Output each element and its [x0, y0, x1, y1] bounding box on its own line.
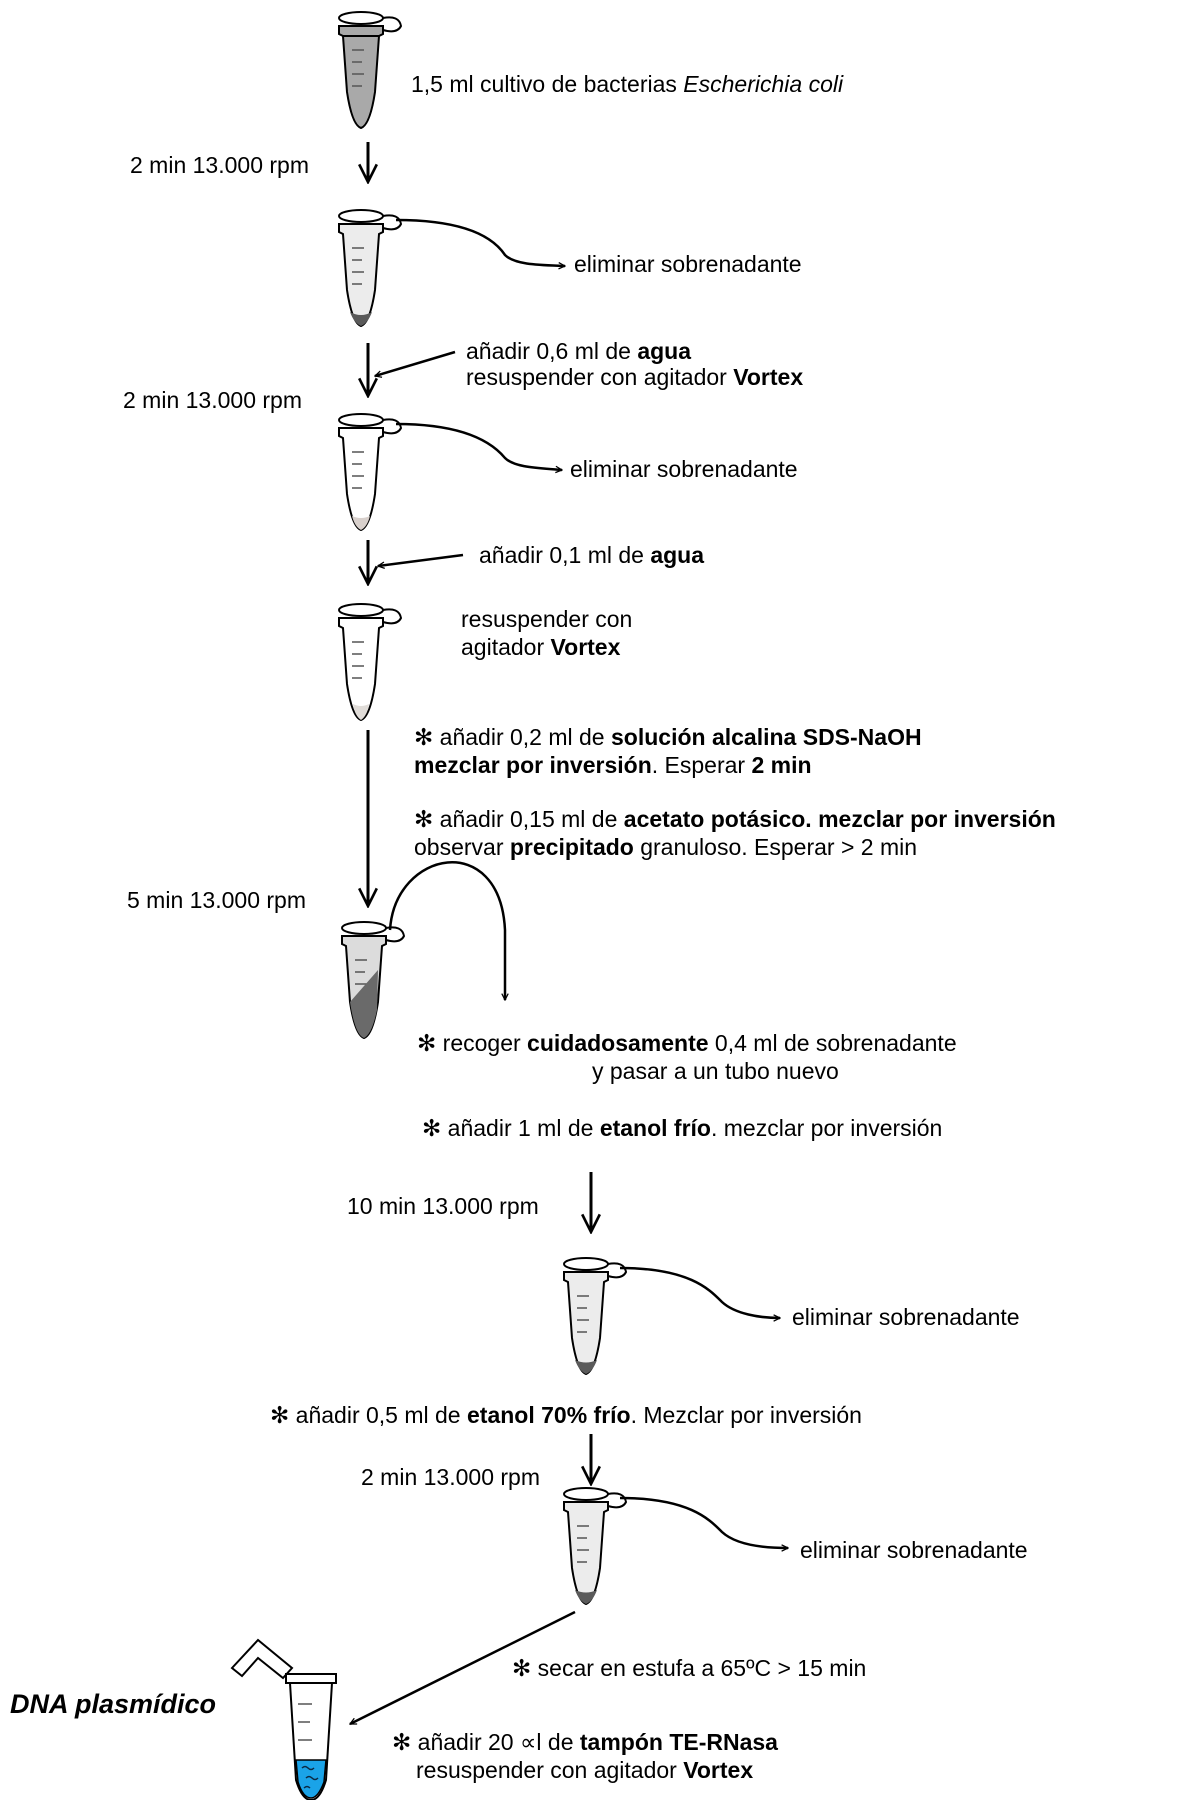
- add-ethanol70-label: ✻ añadir 0,5 ml de etanol 70% frío. Mezc…: [270, 1402, 862, 1428]
- add-water-label-1: añadir 0,6 ml de agua: [466, 338, 692, 364]
- centrifuge-label-2: 2 min 13.000 rpm: [123, 387, 302, 413]
- add-water-label-2: añadir 0,1 ml de agua: [479, 542, 705, 568]
- add-te-label: ✻ añadir 20 ∝l de tampón TE-RNasa: [392, 1729, 778, 1755]
- centrifuge-label-1: 2 min 13.000 rpm: [130, 152, 309, 178]
- tube-6: [563, 1257, 628, 1376]
- tube-7: [563, 1487, 628, 1606]
- final-product-label: DNA plasmídico: [10, 1689, 217, 1719]
- centrifuge-label-4: 10 min 13.000 rpm: [347, 1193, 539, 1219]
- tube-2: [338, 209, 403, 328]
- resuspend-label-1: resuspender con agitador Vortex: [466, 364, 804, 390]
- tube-4: [338, 603, 403, 722]
- tube-5: [341, 921, 406, 1040]
- arrow-to-final: [350, 1610, 576, 1726]
- add-acetate-label: ✻ añadir 0,15 ml de acetato potásico. me…: [414, 806, 1056, 832]
- resuspend-final-label: resuspender con agitador Vortex: [416, 1757, 754, 1783]
- discard-label-3: eliminar sobrenadante: [792, 1304, 1020, 1330]
- precipitate-label: observar precipitado granuloso. Esperar …: [414, 834, 918, 860]
- add-water-arrow-1: [375, 350, 456, 376]
- discard-arrow-3: [619, 1266, 780, 1318]
- tube-3: [338, 413, 403, 532]
- add-ethanol-label: ✻ añadir 1 ml de etanol frío. mezclar po…: [422, 1115, 943, 1141]
- add-sds-label: ✻ añadir 0,2 ml de solución alcalina SDS…: [414, 724, 922, 750]
- resuspend-label-2b: agitador Vortex: [461, 634, 621, 660]
- resuspend-label-2a: resuspender con: [461, 606, 633, 632]
- mix-sds-label: mezclar por inversión. Esperar 2 min: [414, 752, 812, 778]
- tube-final-open: [230, 1638, 337, 1800]
- discard-label-1: eliminar sobrenadante: [574, 251, 802, 277]
- collect-arrow: [388, 861, 505, 1000]
- tube-culture: [338, 11, 403, 130]
- collect-label-2: y pasar a un tubo nuevo: [592, 1058, 839, 1084]
- centrifuge-label-5: 2 min 13.000 rpm: [361, 1464, 540, 1490]
- discard-arrow-1: [395, 218, 565, 266]
- collect-label: ✻ recoger cuidadosamente 0,4 ml de sobre…: [417, 1030, 957, 1056]
- discard-label-2: eliminar sobrenadante: [570, 456, 798, 482]
- discard-arrow-4: [619, 1496, 788, 1548]
- add-water-arrow-2: [378, 553, 464, 566]
- discard-label-4: eliminar sobrenadante: [800, 1537, 1028, 1563]
- dry-label: ✻ secar en estufa a 65ºC > 15 min: [512, 1655, 867, 1681]
- discard-arrow-2: [395, 422, 562, 470]
- step-culture: 1,5 ml cultivo de bacterias Escherichia …: [411, 71, 844, 97]
- centrifuge-label-3: 5 min 13.000 rpm: [127, 887, 306, 913]
